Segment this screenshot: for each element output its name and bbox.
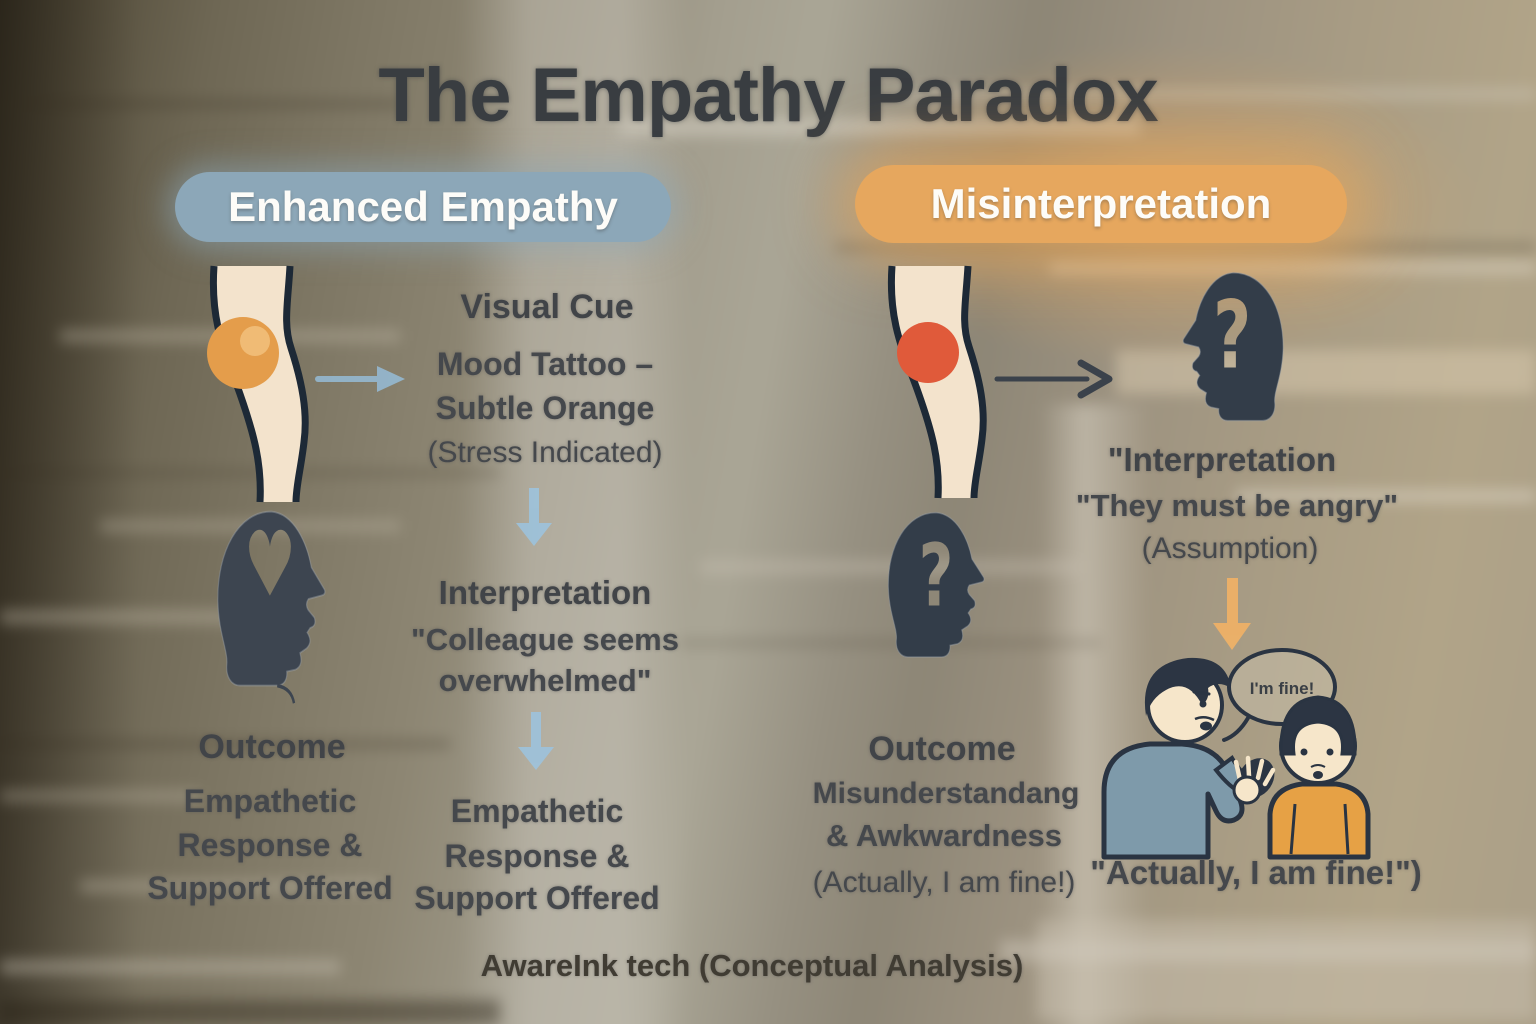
head-with-question-mark-icon: ? [1182,271,1284,422]
person-speaking [1101,657,1276,860]
left-result-line3: Support Offered [414,880,660,916]
left-outcome-line1: Empathetic [183,783,357,819]
right-outcome-line1: Misunderstandang [812,777,1080,810]
visual-cue-line2: Subtle Orange [435,390,655,426]
orange-down-arrow-icon [1213,578,1251,650]
left-header-label: Enhanced Empathy [228,183,618,230]
right-interpretation-heading: "Interpretation [1107,441,1337,478]
blue-right-arrow-icon [315,366,405,392]
right-interpretation-line2: (Assumption) [1141,532,1319,565]
left-outcome-line2: Response & [177,827,363,863]
mood-tattoo-arm-red-icon [887,265,987,499]
right-interpretation-line1: "They must be angry" [1075,488,1399,523]
footer-attribution: AwareInk tech (Conceptual Analysis) [480,948,1024,983]
right-outcome-heading: Outcome [868,730,1016,768]
left-result-line2: Response & [444,838,630,874]
orange-tattoo-dot [207,317,279,389]
left-column-header: Enhanced Empathy [175,172,671,242]
blue-down-arrow-icon [518,712,554,770]
person-listening [1267,695,1371,860]
left-interpretation-line2: overwhelmed" [438,663,652,698]
people-caption: "Actually, I am fine!") [1090,854,1422,891]
right-column-header: Misinterpretation [855,165,1347,243]
page-title: The Empathy Paradox [378,53,1158,138]
svg-text:I'm fine!: I'm fine! [1250,679,1315,698]
blue-down-arrow-icon [516,488,552,546]
left-interpretation-heading: Interpretation [438,574,652,611]
left-outcome-line3: Support Offered [147,870,393,906]
right-outcome-line3: (Actually, I am fine!) [812,866,1076,899]
right-outcome-line2: & Awkwardness [825,818,1063,853]
visual-cue-heading: Visual Cue [460,288,634,326]
left-result-line1: Empathetic [450,793,624,829]
mood-tattoo-arm-orange-icon [207,265,309,503]
visual-cue-line3: (Stress Indicated) [427,436,663,469]
head-with-heart-icon: ♥ [217,510,326,704]
head-with-question-mark-icon: ? [887,511,985,658]
right-header-label: Misinterpretation [930,180,1272,227]
left-interpretation-line1: "Colleague seems [411,622,679,657]
dark-right-arrow-icon [994,359,1113,399]
red-tattoo-dot [897,322,959,383]
two-people-talking-icon: I'm fine! [1101,648,1371,860]
visual-cue-line1: Mood Tattoo – [436,346,654,382]
left-outcome-heading: Outcome [198,728,346,766]
